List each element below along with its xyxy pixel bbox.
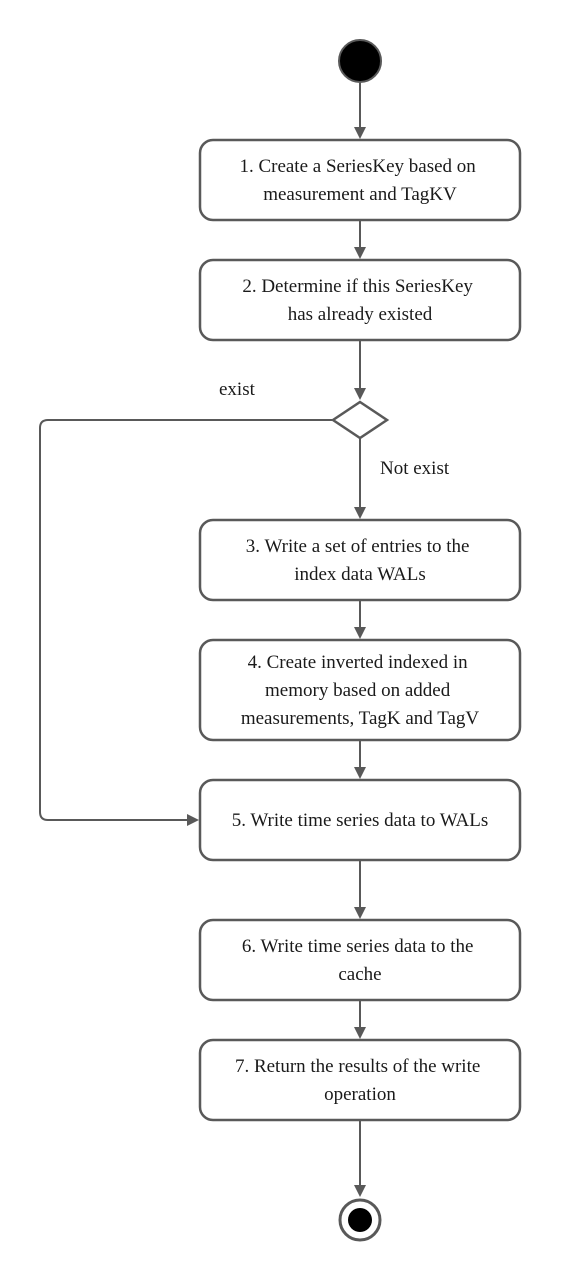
- step-7-box: [198, 1038, 522, 1122]
- step-6-box: [198, 918, 522, 1002]
- step-5-text: 5. Write time series data to WALs: [232, 810, 489, 831]
- step-5-box: [198, 778, 522, 862]
- step-3-box: [198, 518, 522, 602]
- step-2-text: 2. Determine if this SeriesKey has alrea…: [242, 276, 477, 325]
- end-node-dot: [348, 1208, 372, 1232]
- decision-diamond: [330, 400, 390, 440]
- step-2-box: [198, 258, 522, 342]
- step-1-text: 1. Create a SeriesKey based on measureme…: [239, 156, 480, 205]
- step-3-text: 3. Write a set of entries to the index d…: [246, 536, 474, 585]
- step-4-text: 4. Create inverted indexed in memory bas…: [241, 652, 480, 729]
- start-node: [338, 39, 382, 83]
- step-6-text: 6. Write time series data to the cache: [242, 936, 478, 985]
- step-4-box: [198, 638, 522, 742]
- edge-exist-branch: [39, 419, 332, 826]
- step-1-box: [198, 138, 522, 222]
- exist-label: exist: [219, 379, 256, 400]
- step-7-text: 7. Return the results of the write opera…: [235, 1056, 485, 1105]
- not-exist-label: Not exist: [380, 458, 450, 479]
